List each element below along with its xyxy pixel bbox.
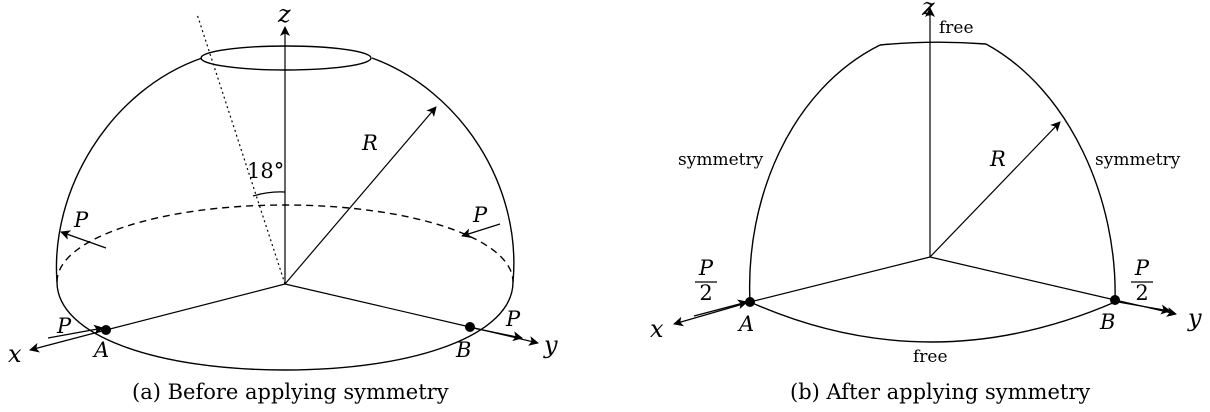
load-arrow-b (472, 327, 523, 342)
bottom-free-edge (749, 301, 1116, 343)
half-load-arrow-a (693, 299, 748, 317)
load-label-b: P (505, 307, 521, 331)
half-load-numerator-a: P (698, 256, 714, 280)
half-load-arrow-b (1117, 301, 1171, 315)
top-opening (200, 45, 372, 71)
left-symmetry-edge (748, 44, 881, 303)
point-a-label: A (737, 312, 754, 336)
load-arrow-left (60, 230, 107, 249)
load-label-left: P (73, 208, 89, 232)
top-free-edge (879, 41, 987, 46)
point-a-marker (745, 297, 755, 307)
caption-a: (a) Before applying symmetry (132, 380, 449, 404)
load-label-right: P (472, 203, 488, 227)
line-to-a (749, 256, 931, 303)
x-axis-label: x (8, 340, 22, 368)
angle-label: 18° (247, 159, 284, 183)
half-load-denominator-a: 2 (699, 281, 712, 305)
half-load-label-b: P 2 (1131, 256, 1153, 305)
half-load-numerator-b: P (1134, 256, 1150, 280)
point-b-marker (1110, 295, 1120, 305)
half-load-denominator-b: 2 (1135, 281, 1148, 305)
radius-label: R (989, 147, 1006, 171)
angle-arc (252, 191, 286, 197)
load-arrow-right (461, 223, 501, 239)
point-b-label: B (1099, 310, 1115, 334)
point-a-marker (101, 325, 111, 335)
boundary-top-label: free (939, 18, 974, 38)
radius-label: R (361, 131, 378, 155)
point-b-marker (465, 322, 475, 332)
z-axis-label: z (277, 0, 291, 28)
x-axis-label: x (650, 315, 664, 343)
dome-outline (55, 57, 515, 283)
panel-a: z x y R 18° A B P P P P (a) Before apply… (8, 0, 558, 404)
caption-b: (b) After applying symmetry (790, 380, 1090, 404)
point-b-label: B (455, 338, 471, 362)
y-axis-label: y (1187, 304, 1202, 332)
load-label-a: P (56, 314, 72, 338)
load-arrow-a (47, 324, 104, 339)
radius-arrow (284, 106, 437, 285)
point-a-label: A (92, 338, 109, 362)
boundary-bottom-label: free (913, 347, 948, 367)
boundary-right-label: symmetry (1095, 150, 1181, 170)
boundary-left-label: symmetry (678, 150, 764, 170)
right-symmetry-edge (985, 43, 1116, 303)
z-axis-label: z (921, 0, 935, 21)
half-load-label-a: P 2 (695, 256, 717, 305)
angle-reference-line (196, 13, 286, 285)
y-axis-label: y (543, 331, 558, 359)
base-front-edge (56, 281, 514, 371)
line-to-b (929, 256, 1116, 301)
line-to-a (105, 283, 286, 331)
panel-b: z x y R A B free free symmetry symmetry … (650, 0, 1202, 404)
radius-arrow (929, 121, 1061, 258)
line-to-b (284, 283, 471, 328)
